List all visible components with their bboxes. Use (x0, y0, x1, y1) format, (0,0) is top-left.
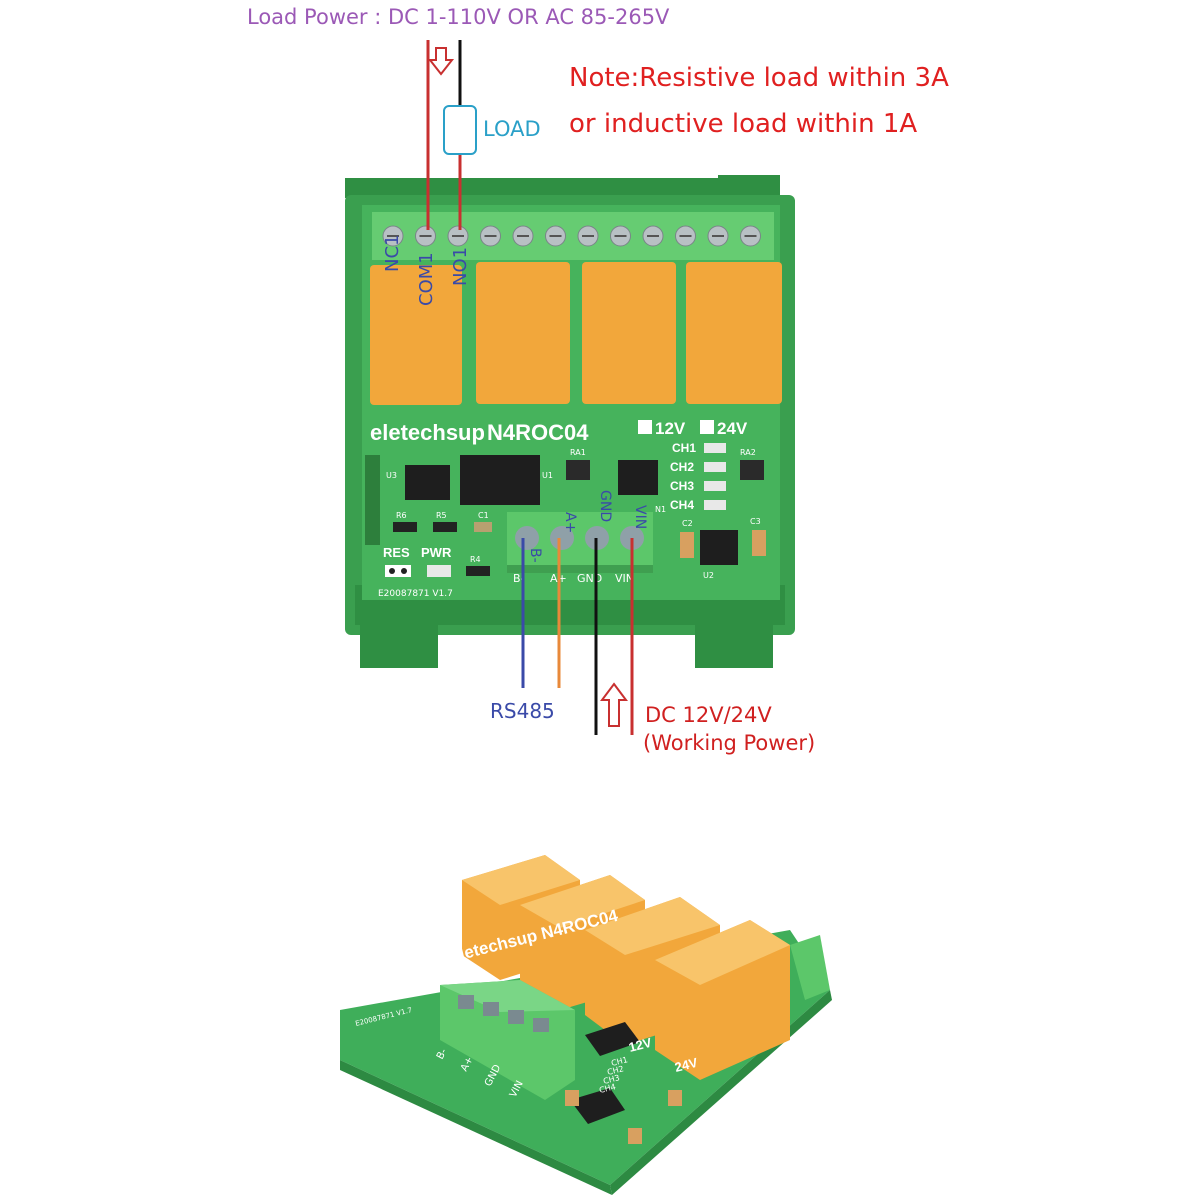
working-power-label: (Working Power) (643, 731, 815, 755)
note-line-1: Note:Resistive load within 3A (569, 63, 949, 93)
note-line-2: or inductive load within 1A (569, 109, 917, 139)
board3d-ch3: CH3 (602, 1073, 620, 1086)
ics (365, 455, 766, 565)
silk-c1: C1 (478, 511, 489, 520)
resistor-array-ra2 (740, 460, 764, 480)
side-header (365, 455, 380, 545)
load-label: LOAD (483, 117, 541, 141)
board-brand: eletechsup (370, 420, 485, 445)
load-power-label: Load Power : DC 1-110V OR AC 85-265V (247, 5, 670, 29)
silk-r5: R5 (436, 511, 447, 520)
silk-u3: U3 (386, 471, 397, 480)
vterm-gnd: GND (597, 490, 613, 522)
bottom-term-b: B- (513, 572, 525, 585)
channel-leds (704, 443, 726, 510)
silk-c2: C2 (682, 519, 693, 528)
vterm-b: B- (527, 548, 543, 563)
board3d-term-b: B- (435, 1047, 450, 1062)
load-symbol (443, 105, 477, 155)
relay-terminal-strip (372, 212, 774, 260)
silk-ra2: RA2 (740, 448, 756, 457)
regulator-u2 (700, 530, 738, 565)
capacitor-c3 (752, 530, 766, 556)
silk-n1: N1 (655, 505, 666, 514)
pwr-led (427, 565, 451, 577)
board3d-ch2: CH2 (606, 1064, 624, 1077)
board-3d-view (340, 855, 832, 1195)
res-label: RES (383, 545, 410, 560)
silk-u2: U2 (703, 571, 714, 580)
relay-3 (582, 262, 676, 404)
bottom-term-gnd: GND (577, 572, 602, 585)
silk-ra1: RA1 (570, 448, 586, 457)
led-ch2 (704, 462, 726, 472)
silk-r6: R6 (396, 511, 407, 520)
board-12v: 12V (655, 419, 686, 438)
jumper-12v-pad (638, 420, 652, 434)
ch4-label: CH4 (670, 498, 694, 512)
relay-1 (370, 265, 462, 405)
term-nc1: NC1 (382, 235, 403, 273)
silk-u1: U1 (542, 471, 553, 480)
silk-r4: R4 (470, 555, 481, 564)
board3d-ch4: CH4 (598, 1082, 616, 1095)
ch2-label: CH2 (670, 460, 694, 474)
relay-2 (476, 262, 570, 404)
relays (370, 262, 782, 405)
ic-optocoupler (618, 460, 658, 495)
bottom-term-vin: VIN (615, 572, 634, 585)
term-com1: COM1 (416, 252, 437, 306)
pwr-label: PWR (421, 545, 452, 560)
input-terminal-block (507, 512, 653, 573)
board-24v: 24V (717, 419, 748, 438)
ic-u3 (405, 465, 450, 500)
term-no1: NO1 (450, 247, 471, 286)
capacitor-c2 (680, 532, 694, 558)
vterm-vin: VIN (632, 505, 648, 529)
ch1-label: CH1 (672, 441, 696, 455)
dc-power-label: DC 12V/24V (645, 703, 772, 727)
board3d-ch1: CH1 (610, 1055, 628, 1068)
res-jumper (385, 565, 411, 577)
board-model: N4ROC04 (487, 420, 589, 445)
led-ch4 (704, 500, 726, 510)
silk-c3: C3 (750, 517, 761, 526)
load-power-arrow-icon (427, 47, 455, 76)
pcb-code: E20087871 V1.7 (378, 589, 453, 599)
led-ch1 (704, 443, 726, 453)
rs485-label: RS485 (490, 699, 555, 723)
working-power-arrow-icon (600, 682, 628, 727)
jumper-24v-pad (700, 420, 714, 434)
board3d-24v: 24V (673, 1055, 699, 1075)
board3d-12v: 12V (627, 1035, 653, 1055)
smd-resistors (393, 522, 492, 576)
ic-u1 (460, 455, 540, 505)
board3d-res: RES (370, 990, 395, 1007)
ch3-label: CH3 (670, 479, 694, 493)
led-ch3 (704, 481, 726, 491)
vterm-a: A+ (562, 512, 578, 533)
resistor-array-ra1 (566, 460, 590, 480)
relay-4 (686, 262, 782, 404)
